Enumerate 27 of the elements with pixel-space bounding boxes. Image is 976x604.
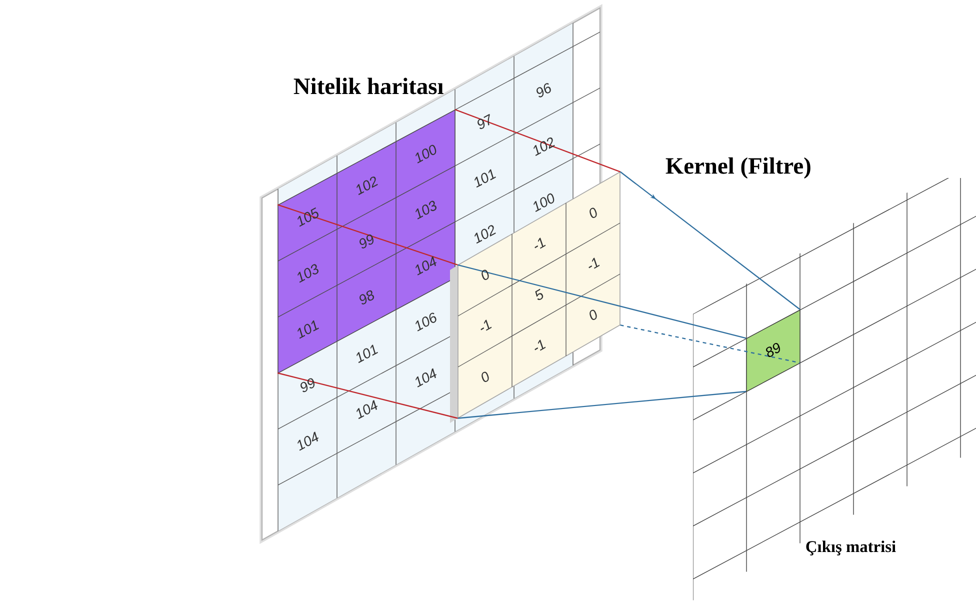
cell-value: 96: [536, 83, 551, 98]
cell-value: 104: [298, 432, 318, 451]
cell-value: 106: [416, 312, 436, 332]
title: Çıkış matrisi: [806, 540, 896, 556]
cell-value: 103: [416, 200, 436, 220]
cell-value: 99: [300, 378, 314, 392]
cell-value: 104: [416, 368, 436, 388]
title: Kernel (Filtre): [666, 157, 810, 179]
cell-value: 102: [356, 176, 378, 196]
cell-value: 101: [298, 320, 319, 339]
cell-value: 104: [356, 400, 378, 420]
cell-value: 97: [478, 114, 490, 130]
cell-value: 103: [298, 264, 318, 283]
cell-value: 105: [298, 207, 318, 227]
cell-value: 104: [416, 256, 436, 276]
title: Nitelik haritası: [294, 78, 444, 94]
cell-value: 101: [356, 344, 378, 364]
connector-line: [277, 204, 458, 266]
cell-value: 98: [360, 290, 374, 304]
cell-value: 89: [766, 342, 780, 358]
connector-line: [620, 171, 800, 310]
connector-line: [277, 372, 458, 419]
cell-value: 102: [534, 137, 555, 156]
connector-line: [620, 324, 800, 364]
cell-value: 100: [416, 144, 436, 164]
cell-value: 99: [360, 234, 374, 248]
connector-line: [454, 108, 620, 172]
